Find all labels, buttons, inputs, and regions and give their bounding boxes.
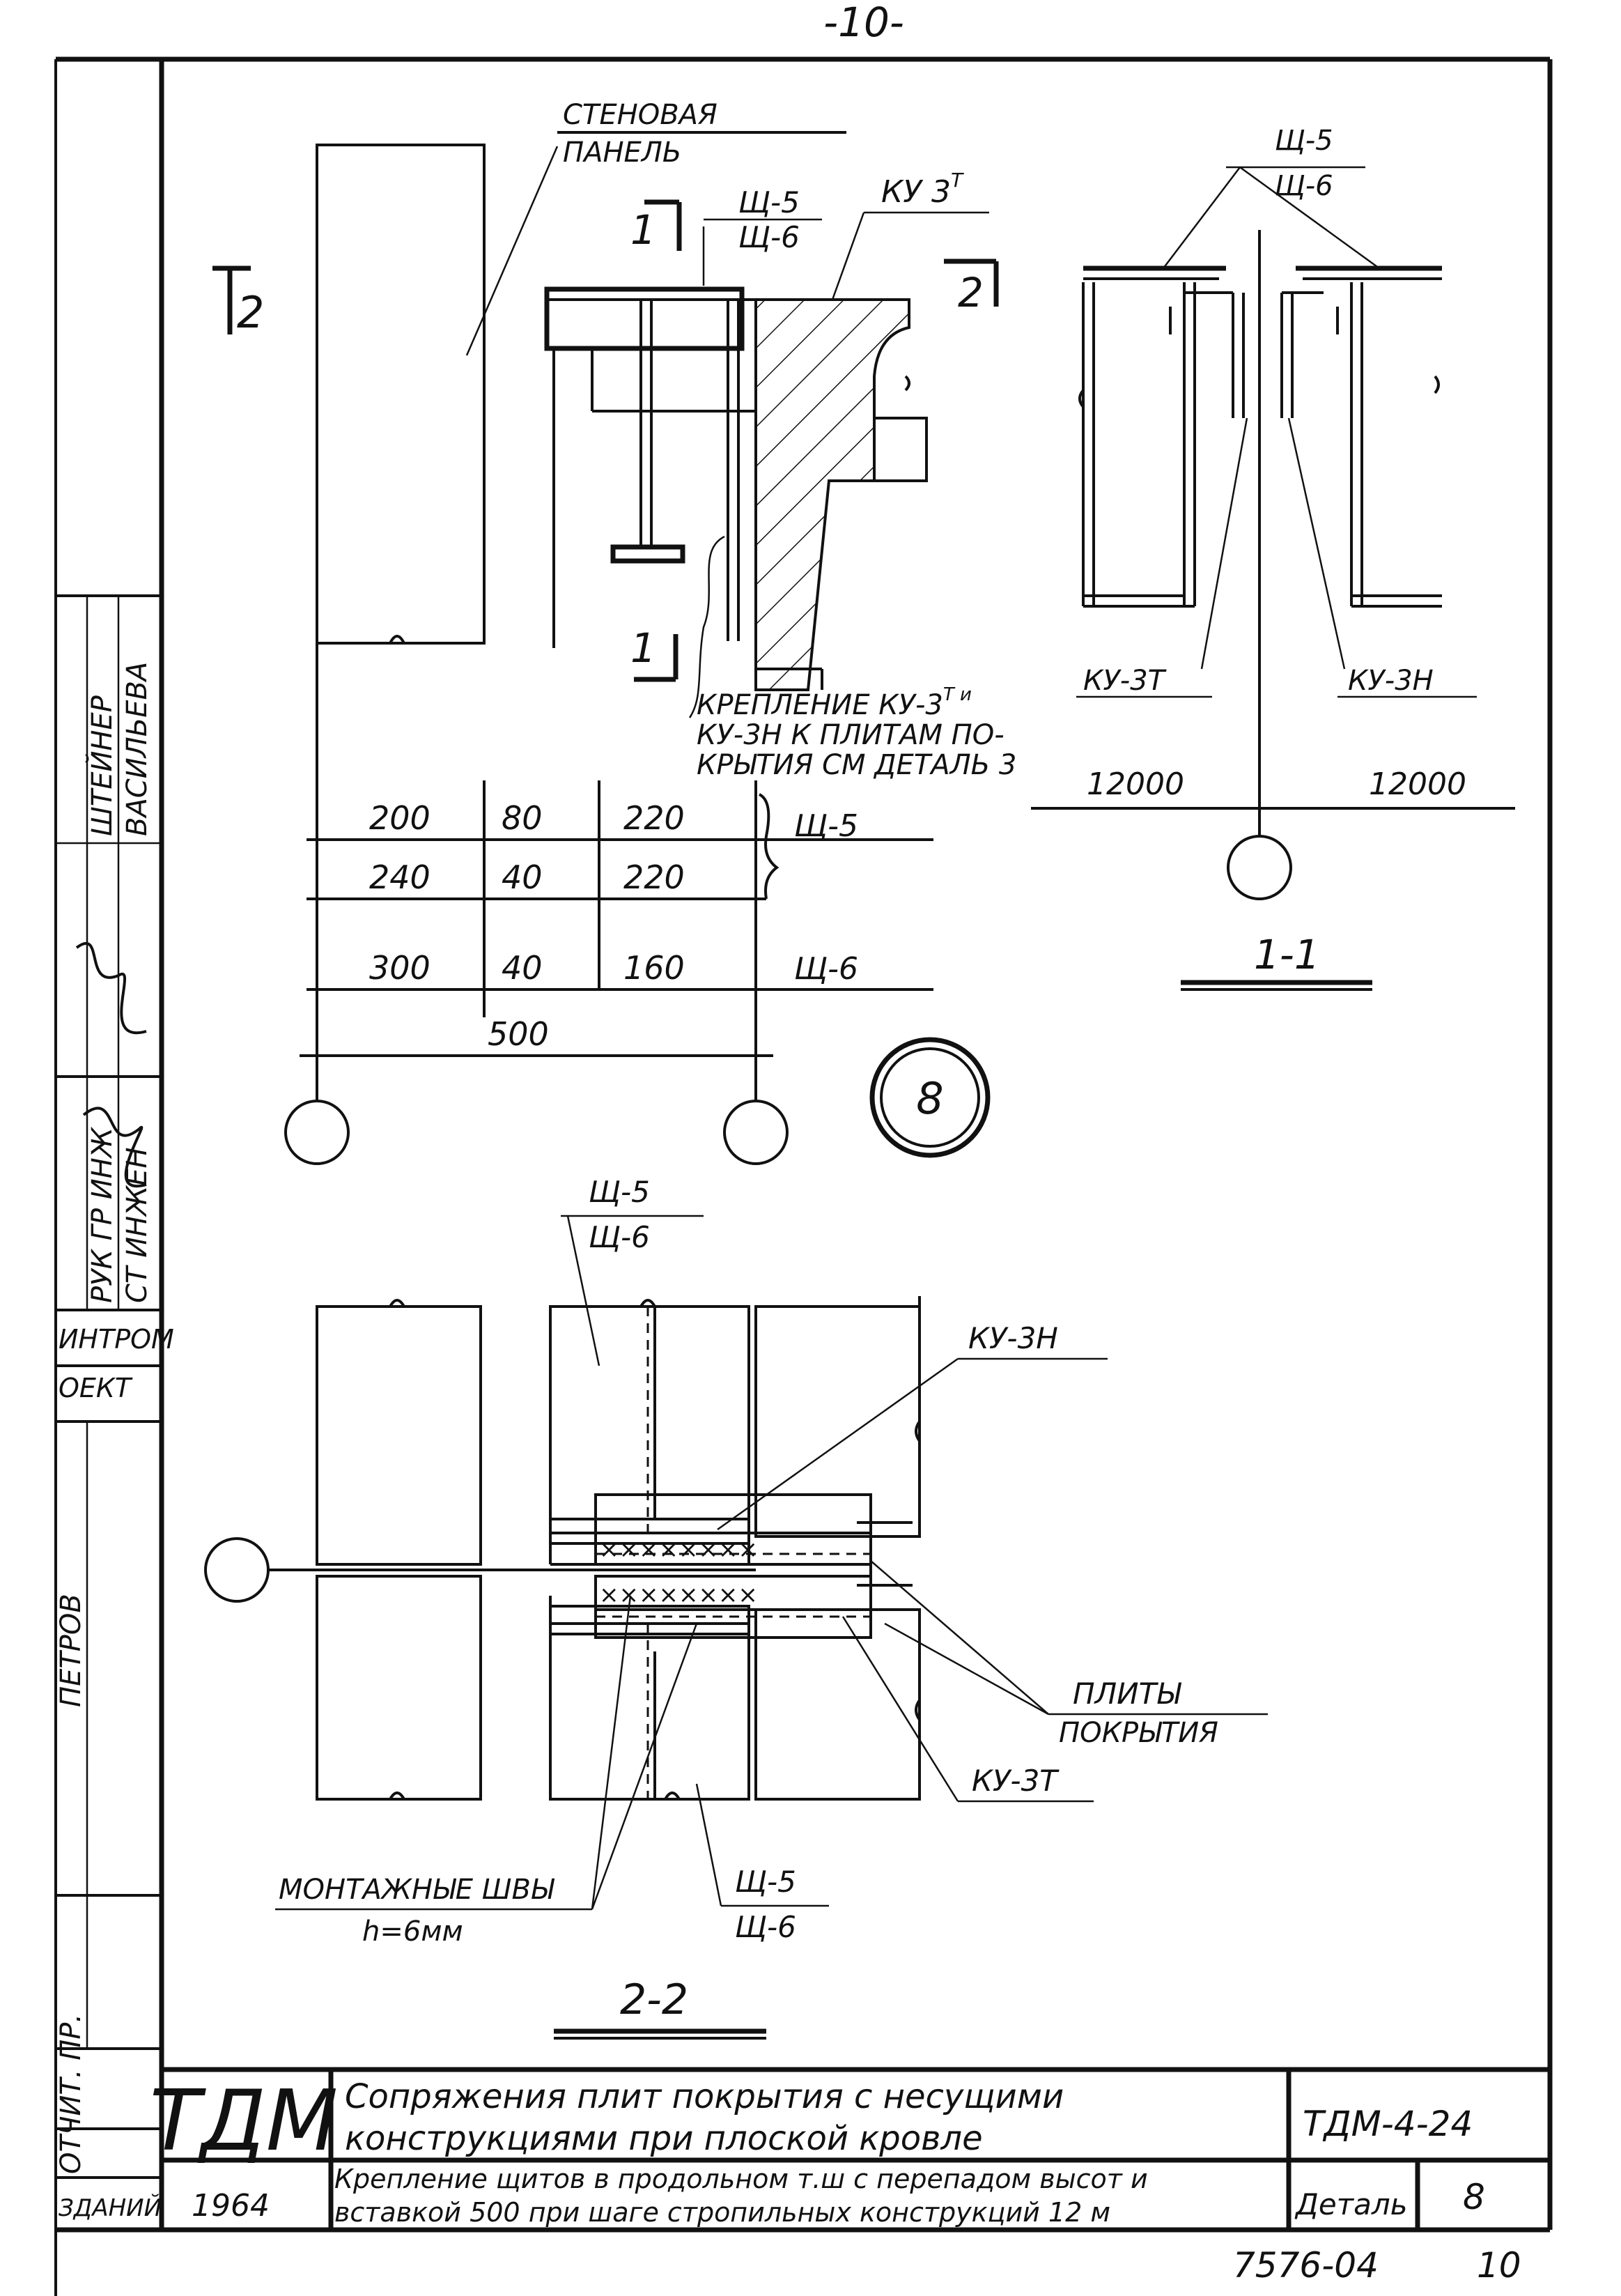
dim-r3-b: 40: [502, 949, 543, 987]
s22-axis-bubble: [204, 1537, 270, 1603]
signature-1: [75, 941, 147, 1035]
dim-r3-a: 300: [369, 949, 431, 987]
main-shield-bottom: Щ-6: [738, 220, 800, 254]
joint-cross-2: ××××××××: [599, 1581, 758, 1609]
signature-2: [82, 1107, 147, 1188]
stamp-ruk-gr: РУК ГР ИНЖ: [86, 1126, 118, 1303]
stamp-introm: ИНТРОМ: [59, 1324, 174, 1355]
s22-ku3t: КУ-3Т: [972, 1764, 1060, 1798]
detail-marker-number: 8: [916, 1073, 943, 1124]
cut2-right: 2: [958, 269, 984, 316]
s22-slabs-1: ПЛИТЫ: [1073, 1677, 1181, 1711]
detail-label: Деталь: [1294, 2187, 1407, 2221]
axis-bubble-right: [723, 1100, 789, 1165]
s22-joints-h: h=6мм: [362, 1916, 463, 1948]
stamp-otchit: ОТЧИТ. ПР.: [55, 2014, 87, 2174]
section-1-1: Щ-5 Щ-6 КУ-3Т: [1031, 125, 1515, 991]
cut1-bottom: 1: [630, 624, 656, 672]
stamp-zdanii: ЗДАНИЙ: [59, 2194, 162, 2222]
frame: [54, 56, 1553, 2296]
s11-ku3n: КУ-3Н: [1348, 665, 1434, 697]
joint-cross-1: ××××××××: [599, 1536, 758, 1564]
wall-panel: [316, 144, 486, 645]
title-line-1: Сопряжения плит покрытия с несущими: [345, 2077, 1064, 2116]
fastening-note-3: КРЫТИЯ СМ ДЕТАЛЬ 3: [697, 749, 1016, 781]
page-number: -10-: [823, 0, 904, 46]
dim-r1-c: 220: [623, 799, 685, 837]
s22-shield-bottom: Щ-6: [589, 1220, 650, 1254]
s11-ku3t: КУ-3Т: [1083, 665, 1168, 697]
dim-total: 500: [488, 1015, 549, 1053]
s22-title: 2-2: [620, 1975, 688, 2024]
fastening-note-1: КРЕПЛЕНИЕ КУ-3Т и: [697, 684, 972, 721]
detail-number: 8: [1463, 2177, 1485, 2217]
dim-r2-c: 220: [623, 858, 685, 896]
s11-shield-bottom: Щ-6: [1275, 170, 1333, 202]
stamp-oekt: ОЕКТ: [59, 1373, 133, 1403]
main-section: СТЕНОВАЯ ПАНЕЛЬ 2 1 Щ-5 Щ-6 КУ 3Т 2: [212, 99, 1016, 1165]
side-stamp: ШТЕЙНЕР ВАСИЛЬЕВА РУК ГР ИНЖ СТ ИНЖЕН ИН…: [55, 594, 174, 2222]
s22-shield2-top: Щ-5: [735, 1865, 796, 1899]
cut2-left: 2: [237, 287, 264, 338]
stamp-petrov: ПЕТРОВ: [55, 1594, 87, 1707]
dim-r2-a: 240: [369, 858, 431, 896]
wall-panel-label-1: СТЕНОВАЯ: [563, 99, 718, 131]
dim-r1-a: 200: [369, 799, 431, 837]
s22-ku3n: КУ-3Н: [968, 1321, 1058, 1355]
logo: ТДМ: [150, 2073, 339, 2170]
section-2-2: Щ-5 Щ-6 ××××××××: [204, 1175, 1268, 2040]
cut1-top: 1: [630, 206, 656, 254]
s11-title: 1-1: [1254, 931, 1320, 978]
subtitle-line-1: Крепление щитов в продольном т.ш с переп…: [334, 2164, 1148, 2194]
dim-r2-b: 40: [502, 858, 543, 896]
year: 1964: [192, 2188, 270, 2224]
dim-row1-label: Щ-5: [794, 808, 858, 844]
bottom-page: 10: [1477, 2245, 1521, 2286]
drawing-code: ТДМ-4-24: [1303, 2104, 1473, 2144]
s11-shield-top: Щ-5: [1275, 125, 1333, 157]
dim-r1-b: 80: [502, 799, 543, 837]
s11-span-right: 12000: [1369, 766, 1466, 802]
s22-shield2-bottom: Щ-6: [735, 1910, 796, 1944]
subtitle-line-2: вставкой 500 при шаге стропильных констр…: [334, 2197, 1110, 2228]
dim-row3-label: Щ-6: [794, 951, 858, 987]
detail-marker: 8: [869, 1037, 991, 1158]
s11-span-left: 12000: [1087, 766, 1184, 802]
wall-panel-label-2: ПАНЕЛЬ: [563, 137, 681, 169]
fastening-note-2: КУ-3Н К ПЛИТАМ ПО-: [697, 719, 1005, 751]
stamp-vasileva: ВАСИЛЬЕВА: [121, 662, 153, 836]
ku3t-label: КУ 3Т: [881, 169, 964, 210]
bottom-ref: 7576-04: [1233, 2245, 1379, 2286]
main-shield-top: Щ-5: [738, 185, 800, 219]
title-block: ТДМ 1964 Сопряжения плит покрытия с несу…: [150, 2067, 1550, 2230]
dim-r3-c: 160: [623, 949, 685, 987]
stamp-shteiner: ШТЕЙНЕР: [85, 695, 118, 836]
title-line-2: конструкциями при плоской кровле: [345, 2119, 983, 2158]
s22-joints: МОНТАЖНЫЕ ШВЫ: [279, 1874, 555, 1906]
s22-slabs-2: ПОКРЫТИЯ: [1059, 1717, 1218, 1749]
s22-shield-top: Щ-5: [589, 1175, 650, 1209]
s11-axis-bubble: [1227, 835, 1292, 900]
axis-bubble-left: [284, 1100, 350, 1165]
